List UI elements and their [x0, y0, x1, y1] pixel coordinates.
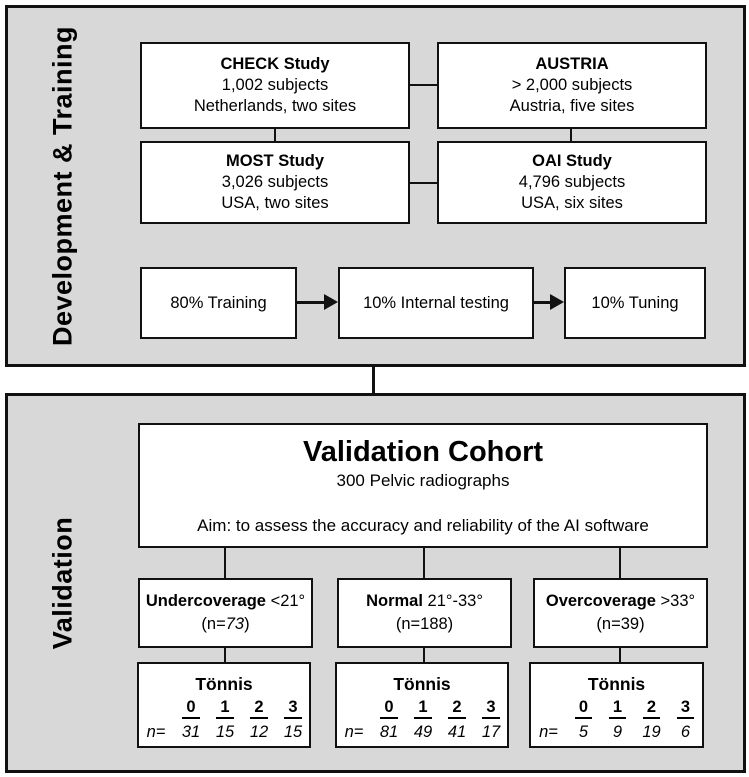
arrow-line: [296, 301, 326, 304]
tonnis-title: Tönnis: [195, 674, 253, 694]
tonnis-count: 12: [249, 723, 269, 741]
arrow-line: [533, 301, 552, 304]
panel-connector-line: [372, 366, 375, 394]
connector-line: [423, 546, 425, 578]
tonnis-count: 6: [680, 723, 691, 741]
tonnis-count: 31: [181, 723, 201, 741]
validation-label: Validation: [47, 516, 78, 650]
connector-line: [408, 182, 438, 184]
tonnis-table: 0 1 2 3 n= 31 15 12 15: [138, 698, 310, 742]
undercoverage-group-n: (n=73): [201, 615, 250, 633]
oai-study-title: OAI Study: [532, 152, 612, 170]
connector-line: [619, 646, 621, 664]
tonnis-grade-header: 2: [250, 698, 268, 719]
arrow-right-icon: [550, 294, 564, 310]
arrow-right-icon: [324, 294, 338, 310]
tonnis-grade-header: 3: [482, 698, 500, 719]
austria-study-box: AUSTRIA > 2,000 subjects Austria, five s…: [437, 42, 707, 129]
validation-cohort-title: Validation Cohort: [302, 435, 544, 468]
tonnis-count: 15: [215, 723, 235, 741]
tonnis-grade-header: 2: [642, 698, 661, 719]
check-study-subjects: 1,002 subjects: [221, 76, 329, 94]
tonnis-count: 19: [642, 723, 661, 741]
most-study-title: MOST Study: [225, 152, 325, 170]
tonnis-count: 49: [413, 723, 433, 741]
oai-study-subjects: 4,796 subjects: [518, 173, 626, 191]
tonnis-grade-header: 1: [216, 698, 234, 719]
tonnis-grade-header: 0: [380, 698, 398, 719]
tonnis-count: 5: [578, 723, 589, 741]
tonnis-title: Tönnis: [393, 674, 451, 694]
connector-line: [274, 128, 276, 142]
development-training-label: Development & Training: [47, 25, 78, 347]
overcoverage-tonnis-box: Tönnis 0 1 2 3 n= 5 9 19 6: [529, 662, 704, 748]
tonnis-grade-header: 1: [608, 698, 627, 719]
tonnis-grade-header: 3: [676, 698, 695, 719]
connector-line: [224, 546, 226, 578]
overcoverage-group-n: (n=39): [596, 615, 645, 633]
internal-testing-split-label: 10% Internal testing: [363, 293, 509, 312]
undercoverage-group-label: Undercoverage <21°: [145, 592, 306, 610]
tonnis-grade-header: 2: [448, 698, 466, 719]
tonnis-count: 15: [283, 723, 303, 741]
normal-group-label: Normal 21°-33°: [366, 592, 483, 610]
tuning-split-box: 10% Tuning: [564, 267, 706, 339]
tonnis-count: 41: [447, 723, 467, 741]
tonnis-n-label: n=: [539, 723, 558, 741]
oai-study-box: OAI Study 4,796 subjects USA, six sites: [437, 141, 707, 224]
normal-group-n: (n=188): [395, 615, 454, 633]
tonnis-grade-header: 3: [284, 698, 302, 719]
tonnis-table: 0 1 2 3 n= 81 49 41 17: [336, 698, 508, 742]
most-study-box: MOST Study 3,026 subjects USA, two sites: [140, 141, 410, 224]
normal-tonnis-box: Tönnis 0 1 2 3 n= 81 49 41 17: [335, 662, 509, 748]
most-study-location: USA, two sites: [221, 194, 329, 212]
validation-cohort-aim: Aim: to assess the accuracy and reliabil…: [197, 515, 649, 535]
connector-line: [570, 128, 572, 142]
normal-group-box: Normal 21°-33° (n=188): [337, 578, 512, 648]
training-split-label: 80% Training: [170, 293, 267, 312]
most-study-subjects: 3,026 subjects: [221, 173, 329, 191]
tonnis-n-label: n=: [146, 723, 166, 741]
connector-line: [408, 84, 438, 86]
austria-study-title: AUSTRIA: [535, 55, 609, 73]
tonnis-grade-header: 1: [414, 698, 432, 719]
connector-line: [423, 646, 425, 664]
check-study-location: Netherlands, two sites: [193, 97, 357, 115]
tonnis-title: Tönnis: [587, 674, 646, 694]
undercoverage-tonnis-box: Tönnis 0 1 2 3 n= 31 15 12 15: [137, 662, 311, 748]
connector-line: [619, 546, 621, 578]
validation-cohort-subtitle: 300 Pelvic radiographs: [336, 470, 510, 490]
tonnis-count: 81: [379, 723, 399, 741]
oai-study-location: USA, six sites: [521, 194, 623, 212]
tonnis-table: 0 1 2 3 n= 5 9 19 6: [531, 698, 703, 742]
internal-testing-split-box: 10% Internal testing: [338, 267, 534, 339]
overcoverage-group-label: Overcoverage >33°: [545, 592, 696, 610]
validation-cohort-box: Validation Cohort 300 Pelvic radiographs…: [138, 423, 708, 548]
austria-study-subjects: > 2,000 subjects: [511, 76, 633, 94]
check-study-title: CHECK Study: [220, 55, 330, 73]
tonnis-grade-header: 0: [182, 698, 200, 719]
tonnis-grade-header: 0: [574, 698, 593, 719]
tonnis-n-label: n=: [344, 723, 364, 741]
undercoverage-group-box: Undercoverage <21° (n=73): [138, 578, 313, 648]
tonnis-count: 17: [481, 723, 501, 741]
tuning-split-label: 10% Tuning: [591, 293, 679, 312]
check-study-box: CHECK Study 1,002 subjects Netherlands, …: [140, 42, 410, 129]
tonnis-count: 9: [612, 723, 623, 741]
overcoverage-group-box: Overcoverage >33° (n=39): [533, 578, 708, 648]
connector-line: [224, 646, 226, 664]
training-split-box: 80% Training: [140, 267, 297, 339]
austria-study-location: Austria, five sites: [509, 97, 635, 115]
